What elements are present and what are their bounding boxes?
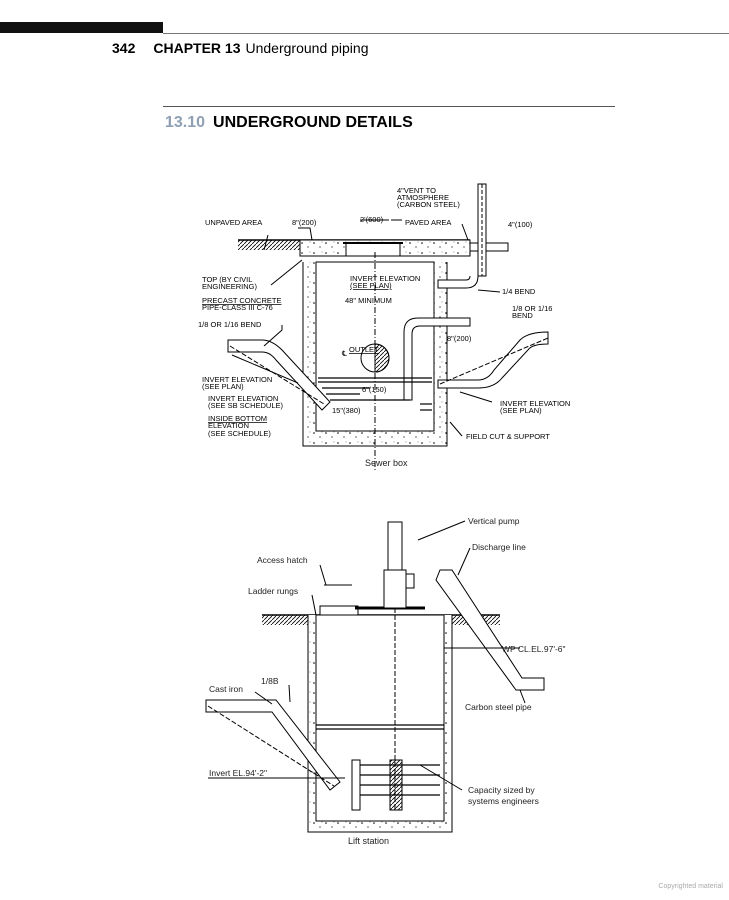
drawing-label: UNPAVED AREA <box>205 218 262 227</box>
drawing-label: INVERT ELEVATION <box>202 375 272 384</box>
sewer-box-caption: Sewer box <box>365 458 408 468</box>
drawing-label: 1/8 OR 1/16 BEND <box>198 320 262 329</box>
drawing-label: 48" MINIMUM <box>345 296 392 305</box>
drawing-label: 8"(200) <box>447 334 472 343</box>
drawing-label: Carbon steel pipe <box>465 702 532 712</box>
drawing-label: FIELD CUT & SUPPORT <box>466 432 550 441</box>
drawing-label: Invert EL.94'-2" <box>209 768 267 778</box>
drawing-label: Ladder rungs <box>248 586 298 596</box>
drawing-label: PIPE-CLASS III C-76 <box>202 303 273 312</box>
lift-station-labels: Vertical pump Discharge line Access hatc… <box>209 516 566 846</box>
drawing-label: INSIDE BOTTOM <box>208 414 267 423</box>
section-number: 13.10 <box>165 114 206 131</box>
drawing-label: 4"VENT TO <box>397 186 436 195</box>
drawing-label: TOP (BY CIVIL <box>202 275 252 284</box>
sewer-box-labels: 4"VENT TO ATMOSPHERE (CARBON STEEL) UNPA… <box>198 186 570 468</box>
drawing-label: 1/4 BEND <box>502 287 536 296</box>
header-bar <box>0 22 163 33</box>
drawing-label: 4"(100) <box>508 220 533 229</box>
drawing-label: PAVED AREA <box>405 218 451 227</box>
drawing-label: Discharge line <box>472 542 526 552</box>
drawing-label: (SEE SB SCHEDULE) <box>208 401 284 410</box>
drawing-label: 1/8B <box>261 676 279 686</box>
drawing-label: 15"(380) <box>332 406 361 415</box>
drawing-label: PRECAST CONCRETE <box>202 296 281 305</box>
drawing-label: INVERT ELEVATION <box>208 394 278 403</box>
drawing-label: (SEE PLAN) <box>350 281 392 290</box>
section-heading: 13.10 UNDERGROUND DETAILS <box>165 114 413 132</box>
drawing-label: BEND <box>512 311 533 320</box>
drawing-label: 1/8 OR 1/16 <box>512 304 552 313</box>
sewer-box-drawing <box>227 183 549 470</box>
drawing-label: ATMOSPHERE <box>397 193 449 202</box>
drawing-label: Capacity sized by <box>468 785 535 795</box>
lift-station-drawing <box>205 520 545 833</box>
lift-station-caption: Lift station <box>348 836 389 846</box>
section-title: UNDERGROUND DETAILS <box>213 114 413 131</box>
drawing-label: (CARBON STEEL) <box>397 200 460 209</box>
drawing-label: WP CL.EL.97'-6" <box>502 644 566 654</box>
drawing-label: OUTLET <box>349 345 379 354</box>
drawing-label: Access hatch <box>257 555 308 565</box>
drawing-label: 6"(150) <box>362 385 387 394</box>
page-number: 342 <box>112 40 136 56</box>
drawing-label: Vertical pump <box>468 516 520 526</box>
drawing-label: ELEVATION <box>208 421 249 430</box>
drawing-label: 8"(200) <box>292 218 317 227</box>
copyright-notice: Copyrighted material <box>658 883 723 890</box>
chapter-label: CHAPTER 13 <box>153 40 241 56</box>
drawing-label: ENGINEERING) <box>202 282 258 291</box>
drawing-label: INVERT ELEVATION <box>350 274 420 283</box>
chapter-title: Underground piping <box>245 40 369 56</box>
header-rule <box>163 33 729 34</box>
drawing-label: (SEE PLAN) <box>202 382 244 391</box>
drawing-label: systems engineers <box>468 796 539 806</box>
drawing-label: 2'(600) <box>360 215 384 224</box>
drawing-label: ℄ <box>341 349 348 358</box>
drawing-label: (SEE SCHEDULE) <box>208 429 271 438</box>
drawing-label: Cast iron <box>209 684 243 694</box>
section-rule <box>163 106 615 107</box>
drawing-label: (SEE PLAN) <box>500 406 542 415</box>
drawing-label: INVERT ELEVATION <box>500 399 570 408</box>
